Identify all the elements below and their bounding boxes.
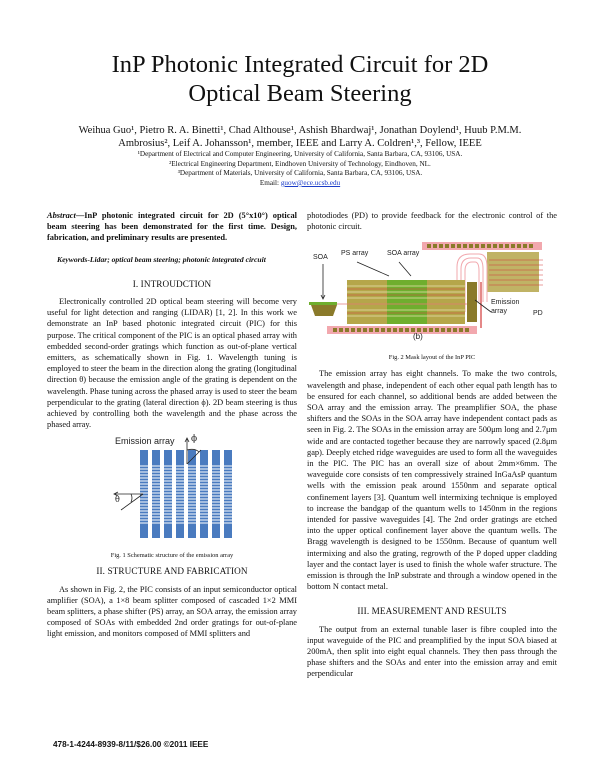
ps-array-label: PS array [341,250,369,258]
pd-label: PD [533,310,543,318]
figure-1-caption: Fig. 1 Schematic structure of the emissi… [110,551,234,559]
phi-arrow [184,437,202,465]
section-2-heading: II. STRUCTURE AND FABRICATION [96,566,248,577]
section-2-paragraph-2: The emission array has eight channels. T… [307,369,557,592]
emission-array-label: Emission array [491,299,520,316]
title-line-1: InP Photonic Integrated Circuit for 2D [111,51,489,78]
emission-array-diagram [113,437,233,539]
paper-title: InP Photonic Integrated Circuit for 2D O… [0,50,600,108]
emission-array-label: Emission array [115,436,175,447]
author-list: Weihua Guo¹, Pietro R. A. Binetti¹, Chad… [20,124,580,150]
section-2-paragraph-1-continued: photodiodes (PD) to provide feedback for… [307,211,557,232]
right-column: photodiodes (PD) to provide feedback for… [307,210,557,680]
section-1-paragraph: Electronically controlled 2D optical bea… [47,297,298,430]
copyright-footer: 478-1-4244-8939-8/11/$26.00 ©2011 IEEE [53,740,209,749]
email-link[interactable]: guow@ece.ucsb.edu [280,178,341,187]
figure-1: Emission array ϕ θ Fig. 1 Schematic stru… [47,434,297,558]
abstract: Abstract—InP photonic integrated circuit… [47,210,297,244]
soa-array-label: SOA array [387,250,420,258]
figure-2: SOA PS array SOA array Emission array PD… [307,242,557,361]
figure-2-caption: Fig. 2 Mask layout of the InP PIC [388,353,476,361]
email-label: Email: [259,178,281,187]
section-2-paragraph-1: As shown in Fig. 2, the PIC consists of … [47,584,297,639]
abstract-label: Abstract [47,211,76,220]
abstract-text: —InP photonic integrated circuit for 2D … [47,211,297,243]
affiliations: ¹Department of Electrical and Computer E… [20,150,580,188]
section-3-paragraph: The output from an external tunable lase… [307,624,557,679]
affiliation-2: ²Electrical Engineering Department, Eind… [169,159,431,168]
theta-arrow [113,492,144,511]
authors-line-2: Ambrosius², Leif A. Johansson¹, member, … [118,138,482,149]
title-line-2: Optical Beam Steering [188,80,412,107]
subfigure-label: (b) [413,332,423,342]
mask-layout-diagram [309,242,543,335]
affiliation-1: ¹Department of Electrical and Computer E… [137,150,463,158]
section-3-heading: III. MEASUREMENT AND RESULTS [357,606,507,617]
left-column: Abstract—InP photonic integrated circuit… [47,210,297,640]
soa-label: SOA [313,254,328,262]
authors-line-1: Weihua Guo¹, Pietro R. A. Binetti¹, Chad… [78,125,522,136]
section-1-heading: I. INTROUDCTION [132,278,212,289]
phi-label: ϕ [191,434,198,445]
emission-bars [140,450,232,539]
email-line: Email: guow@ece.ucsb.edu [20,179,580,189]
grating-lines [139,466,233,524]
theta-label: θ [115,495,120,505]
keywords: Keywords-Lidar; optical beam steering; p… [57,254,266,264]
affiliation-3: ³Department of Materials, University of … [177,169,423,178]
